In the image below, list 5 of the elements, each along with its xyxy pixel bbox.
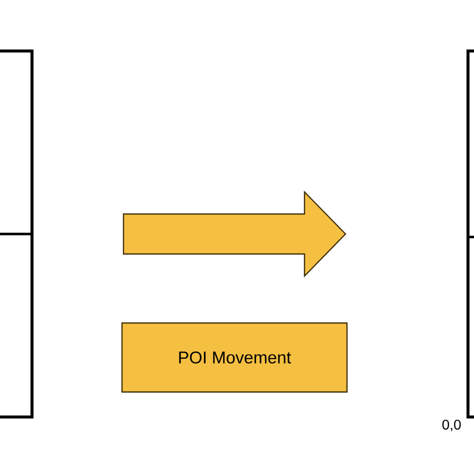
block-arrow — [122, 190, 346, 278]
label-box: POI Movement — [121, 322, 348, 393]
axis-label: 0,0 — [442, 420, 461, 432]
panel — [466, 50, 474, 418]
panel — [0, 50, 34, 418]
